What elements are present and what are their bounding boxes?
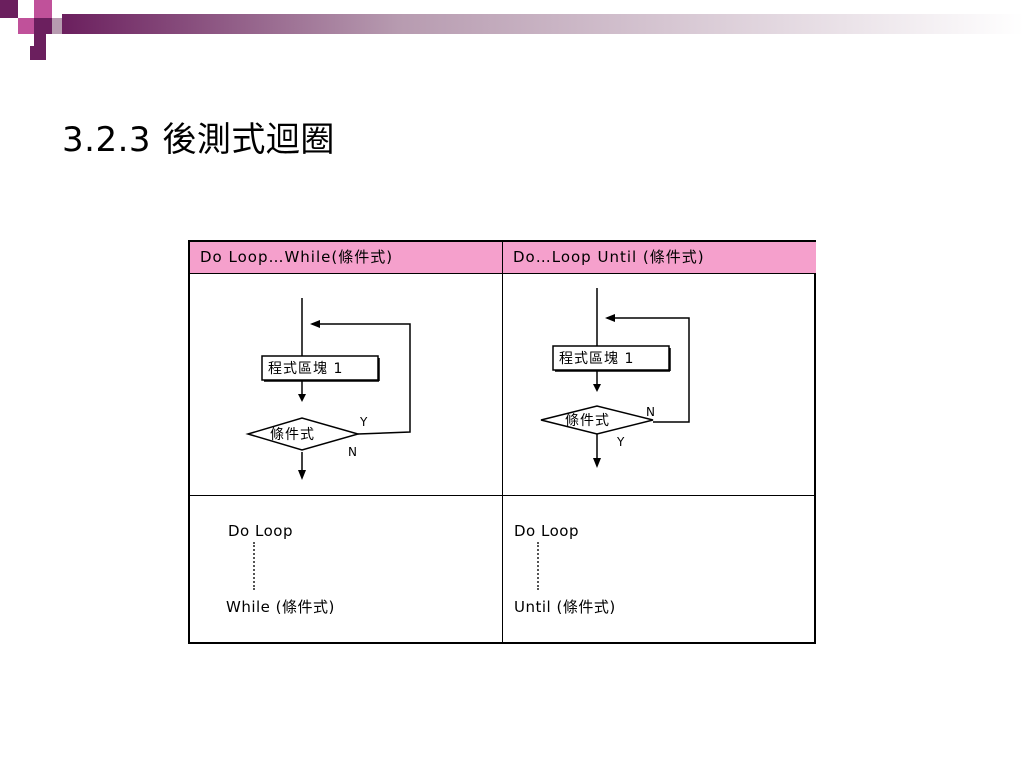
decision-label: 條件式 xyxy=(565,413,610,429)
no-label: N xyxy=(348,445,357,459)
loop-comparison-table: Do Loop…While(條件式) Do…Loop Until (條件式) 程… xyxy=(188,240,816,644)
code-ellipsis-right xyxy=(537,542,539,590)
header-do-loop-while: Do Loop…While(條件式) xyxy=(190,242,502,273)
code-start-right: Do Loop xyxy=(514,522,579,540)
process-box xyxy=(552,345,670,371)
header-do-loop-until: Do…Loop Until (條件式) xyxy=(503,242,816,273)
decision-diamond xyxy=(540,405,654,435)
code-end-right: Until (條件式) xyxy=(514,598,616,616)
process-label: 程式區塊 1 xyxy=(268,361,343,377)
yes-label: Y xyxy=(359,415,368,429)
flowchart-do-loop-until: 程式區塊 1 條件式 N Y xyxy=(540,288,690,468)
column-divider xyxy=(502,242,503,642)
code-start-left: Do Loop xyxy=(228,522,293,540)
header-decoration xyxy=(0,0,1024,60)
process-label: 程式區塊 1 xyxy=(559,351,634,367)
yes-label: Y xyxy=(616,435,625,449)
code-end-left: While (條件式) xyxy=(226,598,335,616)
decision-diamond xyxy=(245,417,361,451)
slide-title: 3.2.3 後測式迴圈 xyxy=(62,120,335,160)
code-ellipsis-left xyxy=(253,542,255,590)
process-box xyxy=(261,355,379,381)
no-label: N xyxy=(646,405,655,419)
row-divider xyxy=(190,495,814,496)
header-divider xyxy=(190,273,814,274)
decision-label: 條件式 xyxy=(270,427,315,443)
flowchart-do-loop-while: 程式區塊 1 條件式 Y N xyxy=(245,298,411,480)
